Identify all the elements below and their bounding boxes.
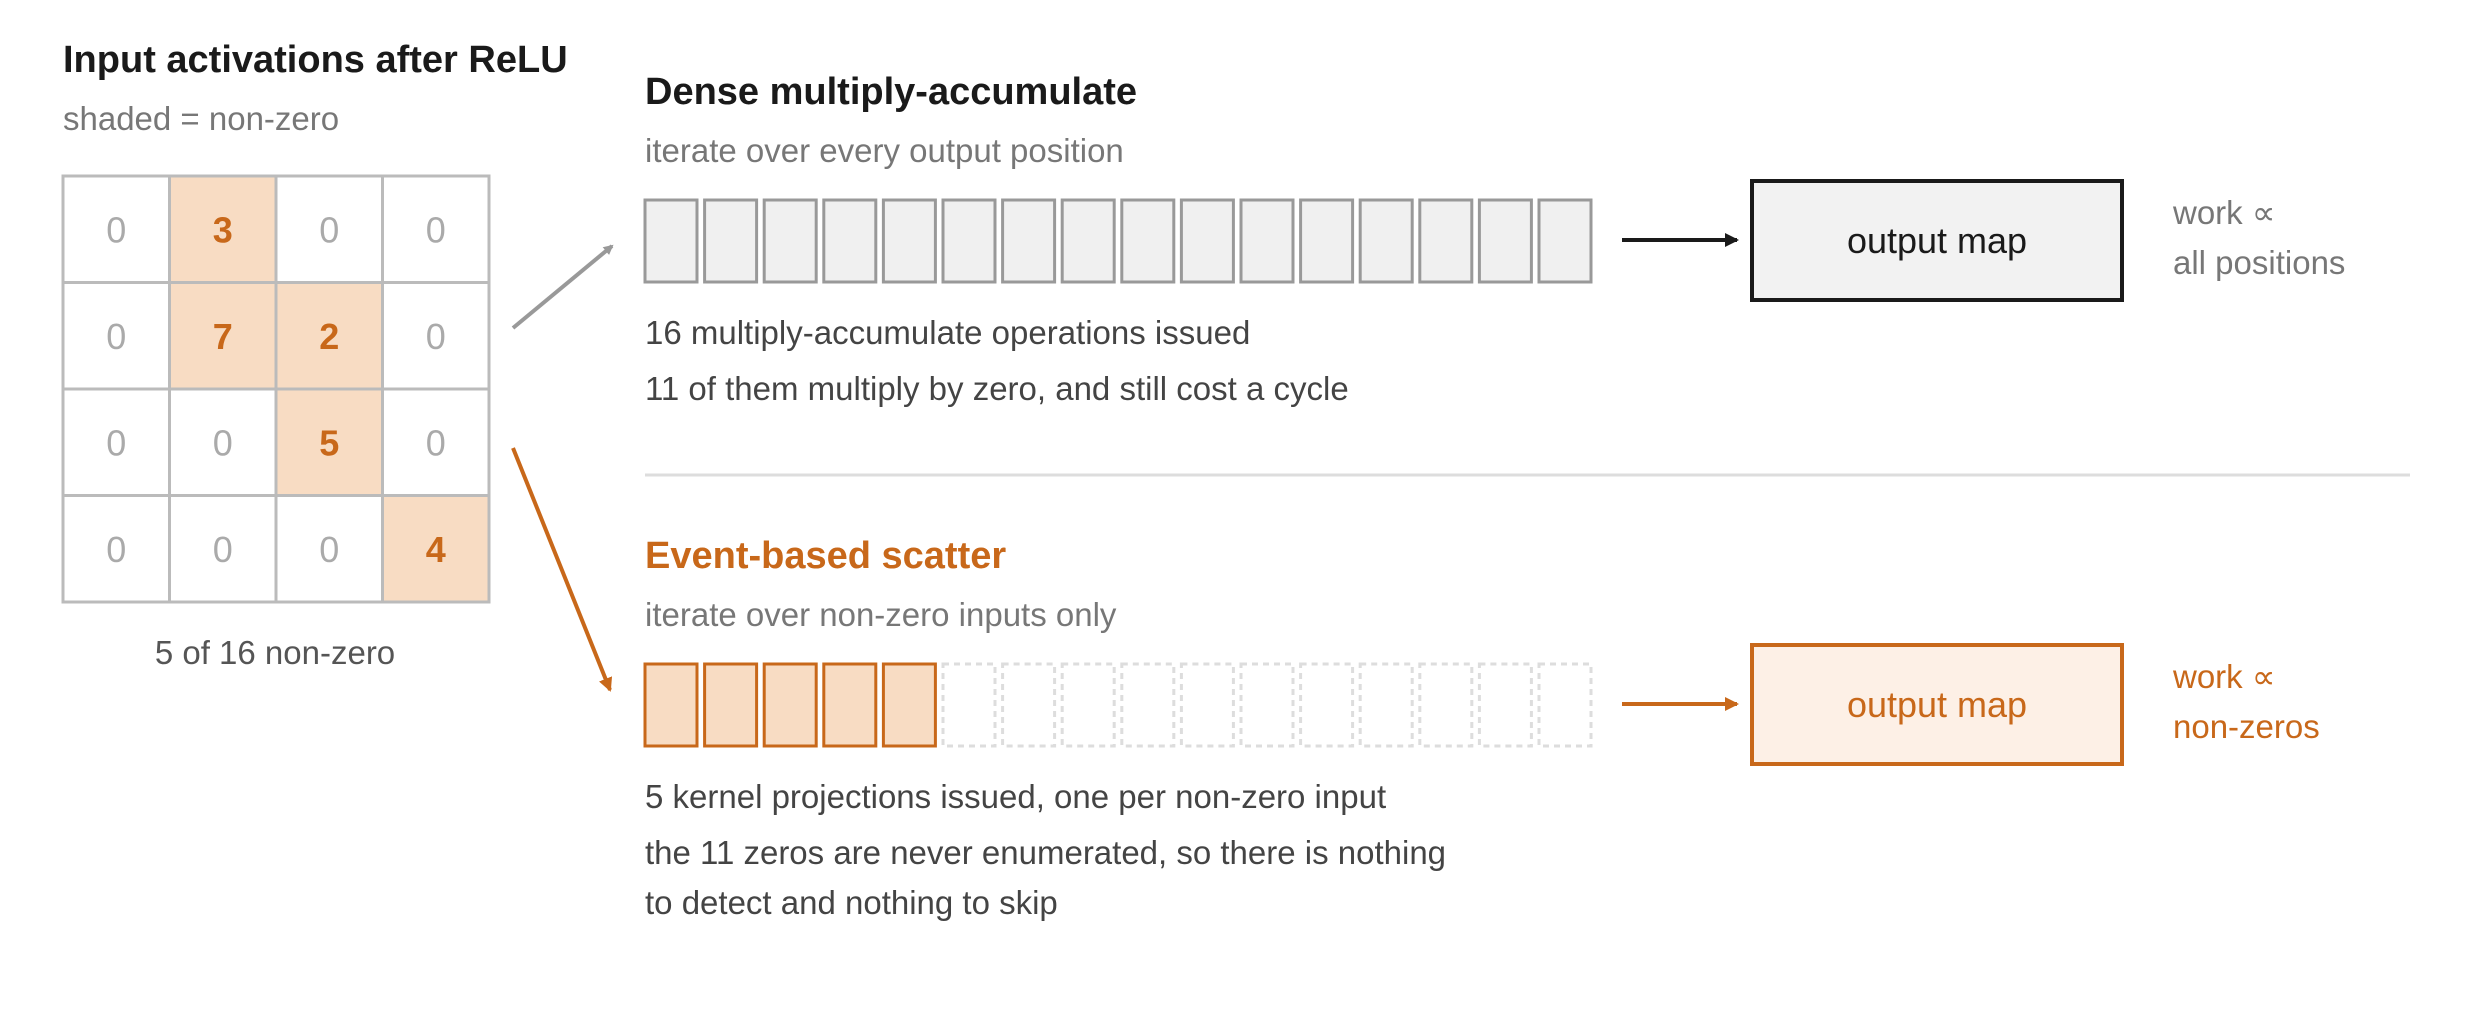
event-skipped-slot [1477,662,1533,748]
dense-mac-slot [1358,198,1414,284]
grid-cell [381,281,491,391]
dense-mac-slot [1179,198,1235,284]
event-work-line2: non-zeros [2173,708,2320,745]
grid-cell-value: 0 [213,529,233,570]
event-skipped-slot [1537,662,1593,748]
input-title: Input activations after ReLU [63,39,568,81]
dense-mac-slot [881,198,937,284]
dense-note2: 11 of them multiply by zero, and still c… [645,370,1349,407]
event-skipped-slot [1418,662,1474,748]
event-work-line1: work ∝ [2172,658,2275,695]
input-subtitle: shaded = non-zero [63,100,339,137]
grid-cell [381,387,491,497]
event-projection-slot [762,662,818,748]
grid-cell-value: 3 [213,209,233,250]
grid-cell-value: 0 [106,316,126,357]
event-skipped-slot [1179,662,1235,748]
event-projection-slot [881,662,937,748]
dense-mac-slot [1418,198,1474,284]
grid-cell-value: 0 [106,422,126,463]
event-skipped-slot [1299,662,1355,748]
event-output-map-label: output map [1847,684,2027,725]
input-caption: 5 of 16 non-zero [155,634,395,671]
dense-mac-slot [762,198,818,284]
grid-cell [381,174,491,284]
event-output-map-box [1750,643,2124,766]
event-projection-slot [822,662,878,748]
event-slot-row [643,662,1593,748]
dense-mac-slot [1537,198,1593,284]
grid-cell-value: 2 [319,316,339,357]
grid-cell [61,174,171,284]
dense-mac-slot [703,198,759,284]
grid-cell-value: 7 [213,316,233,357]
grid-cell-value: 0 [426,209,446,250]
dense-mac-slot [1477,198,1533,284]
input-activation-grid: 0 3 0 0 0 7 2 0 0 0 5 0 0 0 0 4 [61,174,491,604]
dense-mac-slot [941,198,997,284]
dense-path-arrow [511,244,614,330]
grid-cell [168,281,278,391]
event-skipped-slot [1120,662,1176,748]
grid-cell [168,494,278,604]
dense-mac-slot [1001,198,1057,284]
event-note1: 5 kernel projections issued, one per non… [645,778,1386,815]
event-projection-slot [703,662,759,748]
grid-cell-value: 0 [319,209,339,250]
dense-output-map-box [1750,179,2124,302]
dense-output-map-label: output map [1847,220,2027,261]
dense-mac-slot [643,198,699,284]
event-skipped-slot [941,662,997,748]
event-skipped-slot [1358,662,1414,748]
event-path-arrow [511,447,613,692]
grid-cell-value: 0 [106,529,126,570]
dense-mac-slot [1239,198,1295,284]
grid-cell [381,494,491,604]
grid-cell-value: 0 [426,316,446,357]
grid-cell [168,387,278,497]
dense-mac-slot [822,198,878,284]
grid-cell-value: 0 [213,422,233,463]
event-note2: the 11 zeros are never enumerated, so th… [645,834,1446,871]
dense-work-line2: all positions [2173,244,2345,281]
dense-slot-row [643,198,1593,284]
grid-cell [168,174,278,284]
event-skipped-slot [1001,662,1057,748]
dense-mac-slot [1120,198,1176,284]
event-title: Event-based scatter [645,535,1006,577]
dense-title: Dense multiply-accumulate [645,71,1137,113]
dense-mac-slot [1060,198,1116,284]
dense-work-line1: work ∝ [2172,194,2275,231]
grid-cell-value: 0 [106,209,126,250]
grid-cell-value: 0 [319,529,339,570]
event-projection-slot [643,662,699,748]
dense-mac-slot [1299,198,1355,284]
dense-note1: 16 multiply-accumulate operations issued [645,314,1250,351]
event-subtitle: iterate over non-zero inputs only [645,596,1117,633]
grid-cell [61,494,171,604]
grid-cell-value: 0 [426,422,446,463]
dense-subtitle: iterate over every output position [645,132,1124,169]
grid-cell-value: 4 [426,529,446,570]
grid-cell-value: 5 [319,422,339,463]
event-skipped-slot [1239,662,1295,748]
event-skipped-slot [1060,662,1116,748]
event-note3: to detect and nothing to skip [645,884,1058,921]
